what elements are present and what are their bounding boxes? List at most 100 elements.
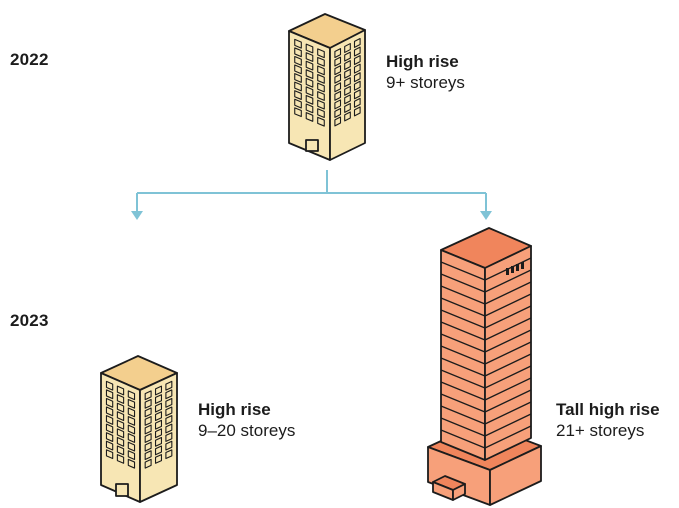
right-face-window xyxy=(344,60,351,71)
podium-right-face xyxy=(489,445,542,506)
right-face-window xyxy=(154,402,163,413)
right-face-window xyxy=(154,419,163,430)
connector-lines xyxy=(131,170,492,220)
floor-line xyxy=(440,305,532,329)
floor-line xyxy=(440,401,532,425)
right-face-window xyxy=(353,37,361,48)
left-face-window xyxy=(294,107,302,118)
floor-line xyxy=(440,293,532,317)
floor-line xyxy=(440,413,532,437)
right-face-window xyxy=(334,90,342,101)
left-face-window xyxy=(105,406,114,417)
right-face-window xyxy=(353,55,361,66)
high-rise-building-icon xyxy=(100,355,178,503)
high-rise-building-icon xyxy=(288,13,366,161)
right-face-window xyxy=(353,89,361,100)
right-face-window xyxy=(154,428,163,439)
floor-line xyxy=(440,329,532,353)
left-face-window xyxy=(317,82,325,93)
right-face-window xyxy=(334,65,342,76)
left-face-window xyxy=(305,86,314,97)
left-face-window xyxy=(294,38,302,49)
roof-vents xyxy=(506,262,524,275)
entrance-door xyxy=(115,483,129,497)
right-face-window xyxy=(144,390,152,401)
right-face-window xyxy=(334,56,342,67)
left-face-window xyxy=(305,69,314,80)
right-face-window xyxy=(353,80,361,91)
floor-line xyxy=(440,425,532,449)
left-face-window xyxy=(305,94,314,105)
left-face-window xyxy=(305,52,314,62)
left-face-window xyxy=(317,48,325,59)
left-face-window xyxy=(127,407,136,418)
label-2023-high-rise: High rise 9–20 storeys xyxy=(198,399,295,442)
left-face-window xyxy=(105,432,114,442)
left-face-window xyxy=(317,74,325,84)
right-face-window xyxy=(344,102,351,113)
right-face-window xyxy=(344,111,351,122)
left-face-window xyxy=(294,55,302,66)
left-face-window xyxy=(127,433,136,443)
tall-high-rise-building-icon xyxy=(427,227,542,506)
left-face-window xyxy=(305,103,314,114)
year-2022-label: 2022 xyxy=(10,50,49,69)
year-2023-label: 2023 xyxy=(10,311,49,330)
right-face-window xyxy=(144,441,152,452)
right-face-window xyxy=(144,407,152,418)
left-face-window xyxy=(294,47,302,58)
left-face-window xyxy=(127,390,136,401)
floor-line xyxy=(440,353,532,377)
left-face-window xyxy=(116,402,125,413)
right-face-window xyxy=(144,398,152,409)
left-face-window xyxy=(116,419,125,430)
label-2023-tall-high-rise: Tall high rise 21+ storeys xyxy=(556,399,660,442)
right-face-window xyxy=(154,411,163,422)
right-face-window xyxy=(165,432,173,442)
right-face-window xyxy=(353,46,361,57)
floor-line xyxy=(440,389,532,413)
left-face-window xyxy=(116,445,125,456)
right-face-window xyxy=(334,116,342,127)
left-face-window xyxy=(305,112,314,122)
arrow-left xyxy=(131,211,143,220)
floor-line xyxy=(440,377,532,401)
left-face-window xyxy=(305,60,314,71)
right-face-window xyxy=(334,48,342,59)
entrance-canopy-side xyxy=(452,483,466,501)
arrow-right xyxy=(480,211,492,220)
left-face-window xyxy=(116,436,125,447)
left-face-window xyxy=(317,56,325,67)
right-face-window xyxy=(353,72,361,83)
right-face-window xyxy=(165,449,173,460)
left-face-window xyxy=(105,423,114,434)
right-face-window xyxy=(344,94,351,105)
left-face-window xyxy=(305,43,314,54)
left-face-window xyxy=(317,91,325,101)
floor-line xyxy=(440,365,532,389)
left-face-window xyxy=(294,73,302,83)
building-title: High rise xyxy=(198,400,271,419)
right-face-window xyxy=(344,43,351,53)
right-face-window xyxy=(334,99,342,110)
building-subtitle: 9–20 storeys xyxy=(198,421,296,441)
right-face-window xyxy=(154,394,163,404)
right-face-window xyxy=(334,82,342,93)
right-face-window xyxy=(334,73,342,84)
left-face-window xyxy=(105,397,114,408)
left-face-window xyxy=(127,450,136,461)
floor-line xyxy=(440,257,532,281)
left-face-window xyxy=(105,440,114,451)
left-face-window xyxy=(116,394,125,404)
right-face-window xyxy=(165,423,173,434)
right-face-window xyxy=(165,415,173,425)
left-face-window xyxy=(116,385,125,396)
right-face-window xyxy=(165,440,173,451)
left-face-window xyxy=(317,99,325,110)
left-face-window xyxy=(317,116,325,127)
left-face-window xyxy=(105,380,114,391)
building-title: High rise xyxy=(386,52,459,71)
right-face-window xyxy=(353,63,361,74)
left-face-window xyxy=(294,98,302,109)
